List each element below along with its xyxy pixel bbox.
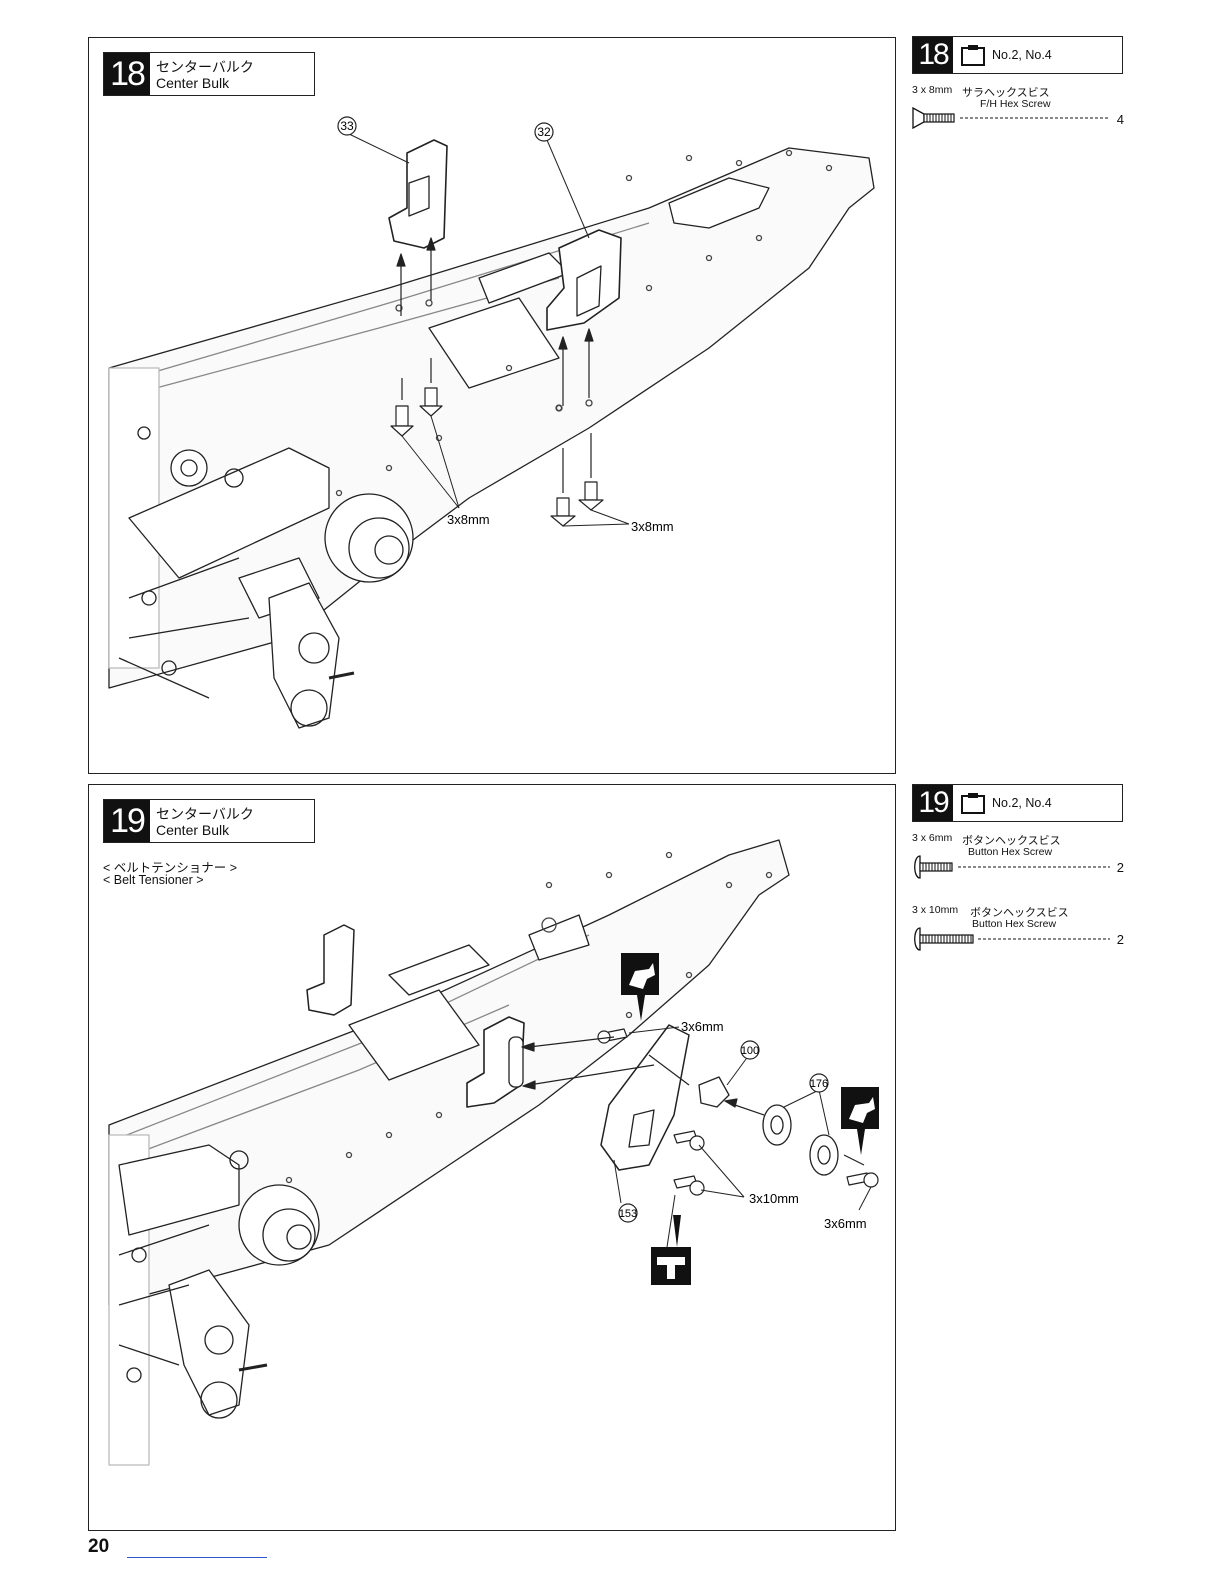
step-number: 18 <box>104 53 150 95</box>
step-title-jp: センターバルク <box>156 804 254 824</box>
sub-title-en: < Belt Tensioner > <box>103 873 204 887</box>
part-qty: 4 <box>1117 112 1124 127</box>
screw-label-3x8mm-right: 3x8mm <box>631 519 674 534</box>
parts-bag-header-19: 19 No.2, No.4 <box>912 784 1123 822</box>
step-title-jp: センターバルク <box>156 57 254 77</box>
part-f-h-hex-screw-3x8: 3 x 8mm サラヘックスビス F/H Hex Screw 4 <box>912 84 1124 144</box>
bag-label: No.2, No.4 <box>992 48 1052 62</box>
parts-bag-icon <box>961 792 985 814</box>
flat-head-screw-icon <box>912 106 1116 130</box>
part-qty: 2 <box>1117 860 1124 875</box>
callout-100: 100 <box>741 1045 759 1057</box>
step-title-en: Center Bulk <box>156 75 229 91</box>
step-number: 19 <box>104 800 150 842</box>
callout-33: 33 <box>340 119 354 133</box>
callout-32: 32 <box>537 125 551 139</box>
chassis-plate <box>109 840 789 1305</box>
page-number: 20 <box>88 1536 109 1558</box>
step-19-assembly-drawing: 100 176 153 3x6mm 3x10mm 3x6mm <box>89 785 894 1529</box>
step-19-header: 19 センターバルク Center Bulk <box>103 799 315 843</box>
part-size: 3 x 6mm <box>912 832 952 844</box>
part-qty: 2 <box>1117 932 1124 947</box>
button-head-screw-icon <box>912 926 1116 952</box>
step-18-assembly-drawing: 33 32 3x8mm 3x8mm <box>89 38 894 772</box>
bulk-part-33 <box>389 140 447 248</box>
part-size: 3 x 10mm <box>912 904 958 916</box>
callout-153: 153 <box>619 1208 637 1220</box>
part-button-hex-screw-3x10: 3 x 10mm ボタンヘックスビス Button Hex Screw 2 <box>912 904 1124 964</box>
step-title-en: Center Bulk <box>156 822 229 838</box>
button-head-screw-icon <box>912 854 1116 880</box>
bag-step-number: 19 <box>913 785 953 821</box>
screw-label-3x10mm: 3x10mm <box>749 1191 799 1206</box>
parts-bag-icon <box>961 44 985 66</box>
hex-wrench-icon <box>651 1215 691 1285</box>
bearing-176-b <box>810 1135 838 1175</box>
part-button-hex-screw-3x6: 3 x 6mm ボタンヘックスビス Button Hex Screw 2 <box>912 832 1124 892</box>
callout-176: 176 <box>810 1078 828 1090</box>
bearing-176-a <box>763 1105 791 1145</box>
collar-100 <box>699 1077 729 1107</box>
step-19-panel: 100 176 153 3x6mm 3x10mm 3x6mm 19 センターバル… <box>88 784 896 1531</box>
part-size: 3 x 8mm <box>912 84 952 96</box>
screw-label-3x6mm-bottom: 3x6mm <box>824 1216 867 1231</box>
screw-label-3x8mm-left: 3x8mm <box>447 512 490 527</box>
bag-step-number: 18 <box>913 37 953 73</box>
screw-label-3x6mm-top: 3x6mm <box>681 1019 724 1034</box>
bag-label: No.2, No.4 <box>992 796 1052 810</box>
thread-lock-icon <box>841 1087 879 1155</box>
bulk-part-left <box>307 925 354 1015</box>
step-18-header: 18 センターバルク Center Bulk <box>103 52 315 96</box>
footer-link-line <box>127 1557 267 1558</box>
chassis-plate <box>109 148 874 688</box>
step-18-panel: 33 32 3x8mm 3x8mm 18 センターバルク Center Bulk <box>88 37 896 774</box>
parts-bag-header-18: 18 No.2, No.4 <box>912 36 1123 74</box>
